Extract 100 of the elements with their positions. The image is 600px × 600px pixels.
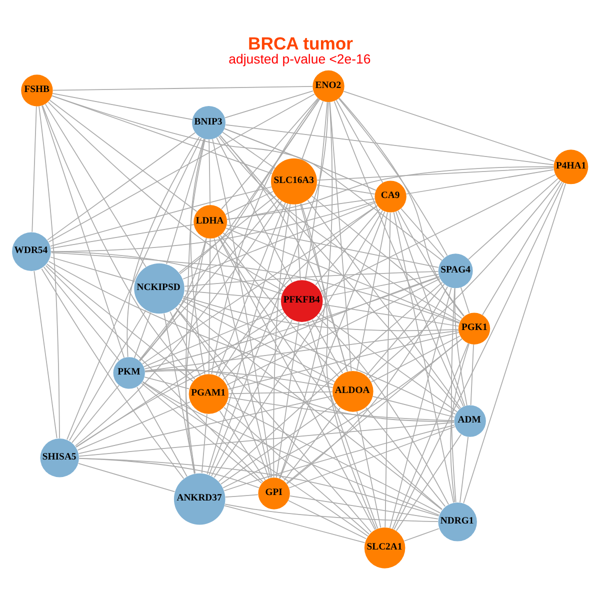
connector [218,236,376,530]
connector [166,138,204,264]
node-circle: NDRG1 [438,502,477,541]
connector [78,462,176,492]
connector [78,422,455,456]
connector [226,224,439,268]
connector [38,105,60,438]
connector [225,190,274,214]
node-circle: ADM [454,404,486,436]
connector [468,178,559,260]
connector [222,232,286,288]
connector [222,315,288,380]
connector [226,198,375,220]
connector [482,180,562,315]
connector [139,198,280,361]
connector [316,314,449,504]
connector [460,286,470,314]
connector [370,335,460,382]
connector [45,264,264,482]
connector [224,504,366,543]
connector [460,436,469,502]
connector [52,92,193,120]
connector [304,101,328,280]
connector [178,303,442,510]
connector [338,98,448,256]
diagram-title: BRCA tumor [248,32,354,53]
connector [226,166,554,220]
connector [208,138,211,205]
connector [214,237,271,478]
connector [178,194,276,273]
connector [220,402,336,484]
caption: adjusted p-value <2e-16 [228,50,371,66]
connector [301,100,324,160]
connector [50,200,376,252]
connector [356,410,382,528]
connector [463,182,566,504]
connector [208,238,211,374]
connector [134,312,152,358]
connector [143,308,283,367]
connector [286,286,448,484]
connector [470,344,474,405]
connector [180,98,320,274]
connector [140,382,262,484]
node-circle: PKM [113,356,145,388]
connector [42,104,125,358]
connector [47,132,196,240]
connector [286,338,462,484]
connector [144,276,440,369]
connector [307,199,462,408]
connector [366,406,446,506]
connector [406,168,554,194]
node-circle: ALDOA [332,370,374,412]
connector [343,90,555,162]
node-circle: WDR54 [12,232,51,270]
connector [316,166,554,180]
connector [300,202,348,372]
connector [44,103,146,267]
node-circle: ENO2 [312,70,344,102]
connector [32,106,37,232]
connector [186,237,207,474]
connector [218,235,442,510]
connector [144,376,190,389]
connector [320,174,556,292]
connector [288,500,367,539]
connector [78,457,440,516]
node-circle: GPI [258,477,290,509]
connector [395,210,466,406]
connector [50,256,136,282]
connector [228,390,333,394]
connector [50,224,194,248]
connector [34,270,58,438]
connector [211,318,293,476]
connector [454,287,468,406]
connector [372,396,455,418]
connector [140,237,207,361]
connector [276,320,300,478]
connector [182,202,376,279]
connector [222,338,462,488]
node-circle: SLC16A3 [270,158,317,204]
node-circle: PGAM1 [188,374,229,414]
connector [224,424,455,491]
node-circle: BNIP3 [192,105,226,139]
connector [225,124,554,165]
node-circle: FSHB [21,74,53,106]
connector [52,94,272,174]
connector [184,290,282,300]
connector [78,395,334,454]
connector [144,330,459,371]
connector [300,202,377,530]
connector [206,202,288,474]
connector [52,86,313,90]
connector [224,494,258,498]
connector [181,300,336,382]
connector [336,99,384,183]
connector [311,195,462,318]
connector [138,98,320,360]
connector [334,100,464,406]
node-circle: PFKFB4 [280,280,323,322]
connector [284,407,341,480]
connector [394,182,564,530]
